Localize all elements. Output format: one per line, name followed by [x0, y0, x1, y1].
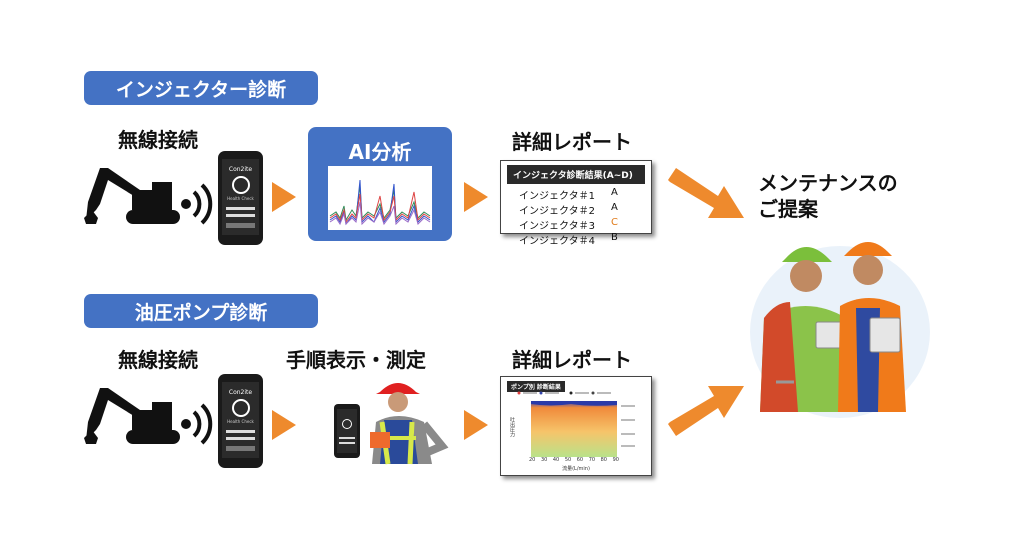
list-item: インジェクタ＃4 B	[519, 232, 618, 247]
maintenance-proposal-text: メンテナンスの ご提案	[758, 171, 898, 221]
arrow-right-icon	[464, 410, 488, 440]
waveform-chart-icon	[328, 166, 432, 230]
injector-result-list: インジェクタ＃1 A インジェクタ＃2 A インジェクタ＃3 C インジェクタ＃…	[501, 187, 651, 247]
injector-report-card: インジェクタ診断結果(A~D) インジェクタ＃1 A インジェクタ＃2 A イン…	[500, 160, 652, 247]
pump-report-label: 詳細レポート	[512, 348, 632, 372]
pump-wireless-label: 無線接続	[118, 348, 198, 372]
app-name: Con2ite	[228, 166, 253, 173]
arrow-right-icon	[272, 410, 296, 440]
ai-analysis-title: AI分析	[348, 140, 412, 164]
pump-section-tag: 油圧ポンプ診断	[84, 294, 318, 328]
arrow-right-icon	[464, 182, 488, 212]
arrow-down-right-icon	[668, 168, 744, 218]
app-name: Con2ite	[228, 389, 253, 396]
workers-with-tablets-icon	[750, 242, 930, 418]
pump-x-ticks: 20 30 40 50 60 70 80 90	[529, 457, 619, 463]
pump-section-title: 油圧ポンプ診断	[134, 301, 268, 324]
arrow-right-icon	[272, 182, 296, 212]
injector-wireless-label: 無線接続	[118, 128, 198, 152]
app-subtitle: Health Check	[227, 419, 254, 424]
pump-pressure-chart	[517, 391, 635, 457]
pump-report-header: ポンプ別 診断結果	[507, 381, 565, 392]
pump-x-axis-label: 流量(L/min)	[562, 466, 590, 472]
pump-report-card: ポンプ別 診断結果 吐出圧力 20 30 40 50 60 70	[500, 376, 652, 476]
injector-report-header: インジェクタ診断結果(A~D)	[507, 165, 645, 184]
smartphone-icon: Con2ite Health Check	[218, 374, 263, 468]
app-logo-icon	[231, 176, 250, 194]
arrow-up-right-icon	[668, 386, 744, 436]
app-subtitle: Health Check	[227, 196, 254, 201]
pump-y-axis-label: 吐出圧力	[509, 417, 515, 437]
injector-report-label: 詳細レポート	[512, 130, 632, 154]
list-item: インジェクタ＃1 A	[519, 187, 618, 202]
worker-measuring-icon	[370, 383, 449, 465]
procedure-label: 手順表示・測定	[286, 348, 426, 372]
ai-analysis-box: AI分析	[308, 127, 452, 241]
wireless-signal-icon	[181, 183, 213, 225]
wireless-signal-icon	[181, 403, 213, 445]
app-logo-icon	[231, 399, 250, 417]
injector-section-tag: インジェクター診断	[84, 71, 318, 105]
small-smartphone-icon	[334, 404, 360, 458]
excavator-icon	[84, 388, 180, 444]
injector-section-title: インジェクター診断	[115, 78, 287, 101]
list-item: インジェクタ＃3 C	[519, 217, 618, 232]
excavator-icon	[84, 168, 180, 224]
smartphone-icon: Con2ite Health Check	[218, 151, 263, 245]
list-item: インジェクタ＃2 A	[519, 202, 618, 217]
